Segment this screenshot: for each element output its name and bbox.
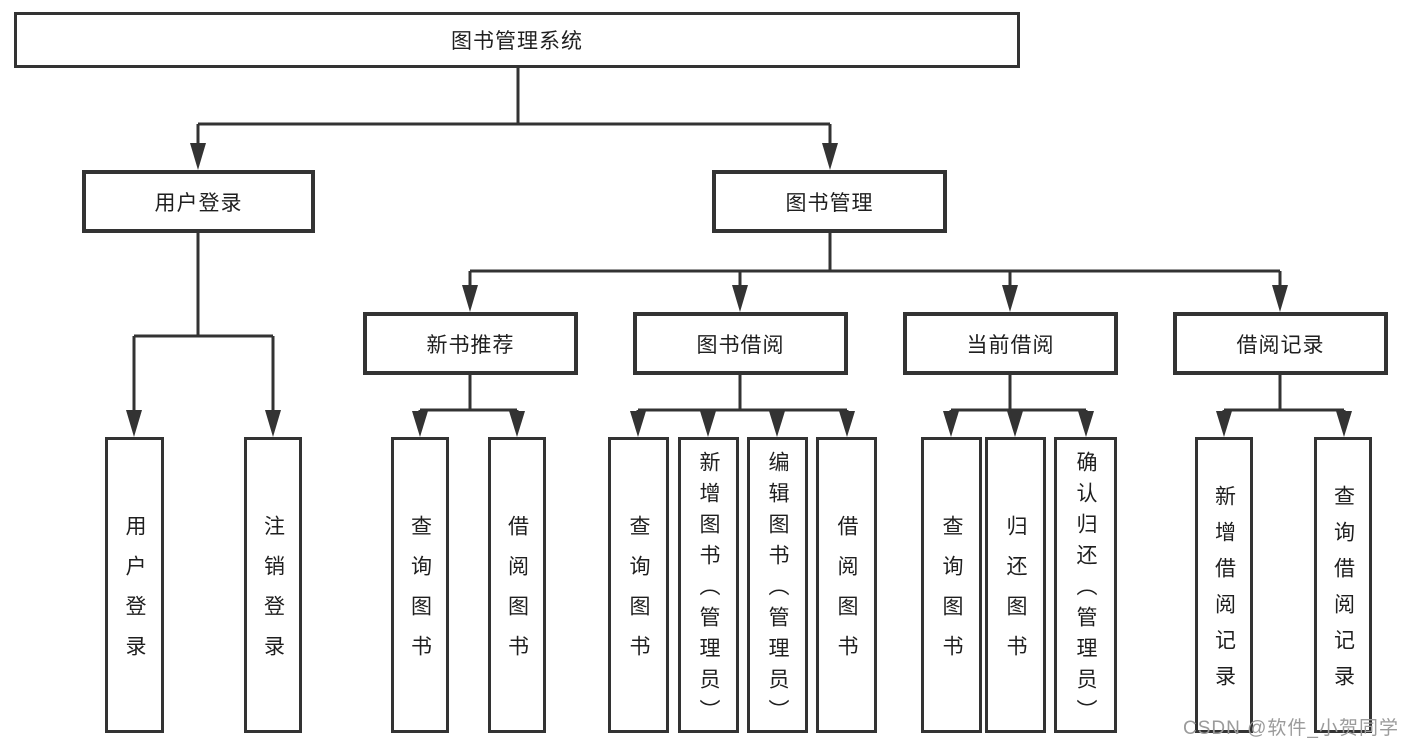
node-label: 用户登录 (123, 514, 146, 675)
node-label: 编辑图书（管理员） (766, 450, 789, 730)
arrowhead-icon (732, 285, 748, 312)
node-label: 查询图书 (627, 514, 650, 675)
node-leaf-query-borrow-record: 查询借阅记录 (1314, 437, 1372, 733)
arrowhead-icon (1002, 285, 1018, 312)
node-leaf-return-books: 归还图书 (985, 437, 1046, 733)
node-label: 借阅图书 (505, 514, 529, 675)
arrowhead-icon (700, 411, 716, 437)
node-leaf-borrow-books: 借阅图书 (816, 437, 877, 733)
node-label: 图书管理 (785, 191, 874, 215)
node-label: 图书借阅 (696, 333, 785, 357)
arrowhead-icon (462, 285, 478, 312)
node-label: 确认归还（管理员） (1074, 450, 1097, 730)
node-label: 新书推荐 (426, 333, 515, 357)
node-leaf-borrow-books-recommend: 借阅图书 (488, 437, 546, 733)
node-label: 借阅记录 (1236, 333, 1325, 357)
node-borrowing-records: 借阅记录 (1173, 312, 1388, 375)
node-label: 用户登录 (154, 191, 243, 215)
arrowhead-icon (1336, 411, 1352, 437)
node-leaf-query-books-recommend: 查询图书 (391, 437, 449, 733)
node-label: 查询图书 (408, 514, 432, 675)
arrowhead-icon (630, 411, 646, 437)
arrowhead-icon (943, 411, 959, 437)
node-label: 新增图书（管理员） (697, 450, 720, 730)
node-label: 归还图书 (1004, 514, 1027, 675)
node-leaf-user-login: 用户登录 (105, 437, 164, 733)
node-user-login: 用户登录 (82, 170, 315, 233)
arrowhead-icon (265, 410, 281, 437)
node-leaf-add-books-admin: 新增图书（管理员） (678, 437, 739, 733)
arrowhead-icon (1216, 411, 1232, 437)
arrowhead-icon (839, 411, 855, 437)
node-book-borrowing: 图书借阅 (633, 312, 848, 375)
node-leaf-logout: 注销登录 (244, 437, 302, 733)
node-leaf-add-borrow-record: 新增借阅记录 (1195, 437, 1253, 733)
node-label: 新增借阅记录 (1212, 484, 1236, 701)
node-leaf-confirm-return-admin: 确认归还（管理员） (1054, 437, 1117, 733)
node-label: 查询借阅记录 (1331, 484, 1355, 701)
arrowhead-icon (1272, 285, 1288, 312)
node-label: 借阅图书 (835, 514, 858, 675)
arrowhead-icon (126, 410, 142, 437)
node-label: 当前借阅 (966, 333, 1055, 357)
arrowhead-icon (1078, 411, 1094, 437)
arrowhead-icon (822, 143, 838, 170)
node-label: 注销登录 (261, 514, 285, 675)
node-new-book-recommend: 新书推荐 (363, 312, 578, 375)
node-leaf-query-books-borrowing: 查询图书 (608, 437, 669, 733)
arrowhead-icon (509, 411, 525, 437)
node-leaf-query-books-current: 查询图书 (921, 437, 982, 733)
arrowhead-icon (1007, 411, 1023, 437)
node-current-borrowing: 当前借阅 (903, 312, 1118, 375)
node-label: 查询图书 (940, 514, 963, 675)
node-leaf-edit-books-admin: 编辑图书（管理员） (747, 437, 808, 733)
arrowhead-icon (190, 143, 206, 170)
node-label: 图书管理系统 (451, 30, 583, 53)
node-library-system: 图书管理系统 (14, 12, 1020, 68)
arrowhead-icon (412, 411, 428, 437)
node-book-management: 图书管理 (712, 170, 947, 233)
watermark: CSDN @软件_小贺同学 (1183, 718, 1399, 739)
arrowhead-icon (769, 411, 785, 437)
